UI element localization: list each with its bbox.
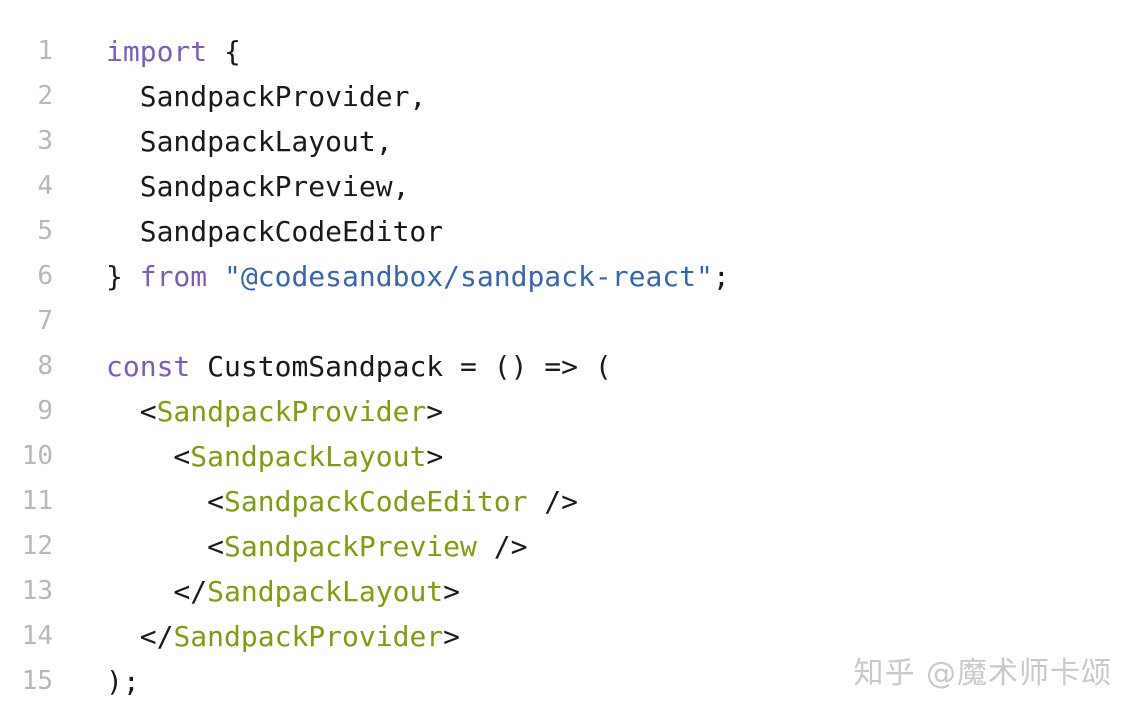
line-code: );: [53, 659, 140, 704]
code-token: <: [106, 440, 191, 473]
code-line[interactable]: 9 <SandpackProvider>: [0, 389, 1138, 434]
line-number: 1: [37, 36, 53, 66]
line-number: 5: [37, 216, 53, 246]
code-line[interactable]: 10 <SandpackLayout>: [0, 434, 1138, 479]
code-token: );: [106, 665, 140, 698]
line-number: 11: [21, 486, 53, 516]
code-line[interactable]: 2 SandpackProvider,: [0, 74, 1138, 119]
code-token: CustomSandpack = () => (: [190, 350, 612, 383]
code-token: >: [426, 395, 444, 428]
code-token: const: [106, 350, 191, 383]
watermark: 知乎 @魔术师卡颂: [853, 648, 1112, 692]
code-line[interactable]: 11 <SandpackCodeEditor />: [0, 479, 1138, 524]
line-code: SandpackCodeEditor: [53, 209, 443, 254]
line-number: 9: [37, 396, 53, 426]
code-line[interactable]: 15);: [0, 659, 1138, 704]
line-code: SandpackProvider,: [53, 74, 427, 119]
code-line[interactable]: 4 SandpackPreview,: [0, 164, 1138, 209]
line-number: 13: [21, 576, 53, 606]
line-code: } from "@codesandbox/sandpack-react";: [53, 254, 730, 299]
code-line[interactable]: 7: [0, 299, 1138, 344]
line-number: 3: [37, 126, 53, 156]
code-token: SandpackLayout,: [106, 125, 393, 158]
code-token: <: [106, 530, 225, 563]
code-token: from: [139, 260, 208, 293]
line-code: </SandpackLayout>: [53, 569, 460, 614]
code-token: <: [106, 395, 157, 428]
code-token: >: [426, 440, 444, 473]
line-number: 4: [37, 171, 53, 201]
line-code: <SandpackPreview />: [53, 524, 527, 569]
line-number: 14: [21, 621, 53, 651]
code-token: />: [476, 530, 528, 563]
code-token: "@codesandbox/sandpack-react": [224, 260, 713, 293]
code-line[interactable]: 12 <SandpackPreview />: [0, 524, 1138, 569]
line-code: <SandpackProvider>: [53, 389, 443, 434]
code-line[interactable]: 14 </SandpackProvider>: [0, 614, 1138, 659]
code-line[interactable]: 6} from "@codesandbox/sandpack-react";: [0, 254, 1138, 299]
code-token: [207, 260, 224, 293]
code-token: {: [207, 35, 241, 68]
watermark-text: 知乎 @魔术师卡颂: [853, 656, 1112, 691]
line-code: <SandpackLayout>: [53, 434, 443, 479]
code-token: >: [443, 620, 461, 653]
code-token: SandpackProvider,: [106, 80, 427, 113]
code-token: ;: [712, 260, 730, 293]
code-token: SandpackProvider: [156, 395, 427, 428]
line-code: const CustomSandpack = () => (: [53, 344, 612, 389]
code-token: />: [527, 485, 579, 518]
code-line[interactable]: 3 SandpackLayout,: [0, 119, 1138, 164]
code-token: SandpackLayout: [207, 575, 444, 608]
code-token: SandpackCodeEditor: [224, 485, 528, 518]
code-line[interactable]: 5 SandpackCodeEditor: [0, 209, 1138, 254]
line-number: 7: [37, 306, 53, 336]
code-token: </: [106, 620, 174, 653]
line-number: 2: [37, 81, 53, 111]
code-token: }: [106, 260, 140, 293]
code-token: SandpackProvider: [173, 620, 444, 653]
code-token: SandpackCodeEditor: [106, 215, 444, 248]
code-token: import: [106, 35, 208, 68]
line-number: 12: [21, 531, 53, 561]
code-token: SandpackPreview,: [106, 170, 410, 203]
code-token: </: [106, 575, 208, 608]
line-code: SandpackLayout,: [53, 119, 393, 164]
line-number: 8: [37, 351, 53, 381]
line-code: import {: [53, 29, 241, 74]
line-number: 6: [37, 261, 53, 291]
code-token: <: [106, 485, 225, 518]
code-line[interactable]: 13 </SandpackLayout>: [0, 569, 1138, 614]
line-code: <SandpackCodeEditor />: [53, 479, 578, 524]
code-token: SandpackLayout: [190, 440, 427, 473]
line-number: 15: [21, 666, 53, 696]
code-token: SandpackPreview: [224, 530, 477, 563]
line-code: SandpackPreview,: [53, 164, 410, 209]
line-code: </SandpackProvider>: [53, 614, 460, 659]
line-number: 10: [21, 441, 53, 471]
code-token: >: [443, 575, 461, 608]
